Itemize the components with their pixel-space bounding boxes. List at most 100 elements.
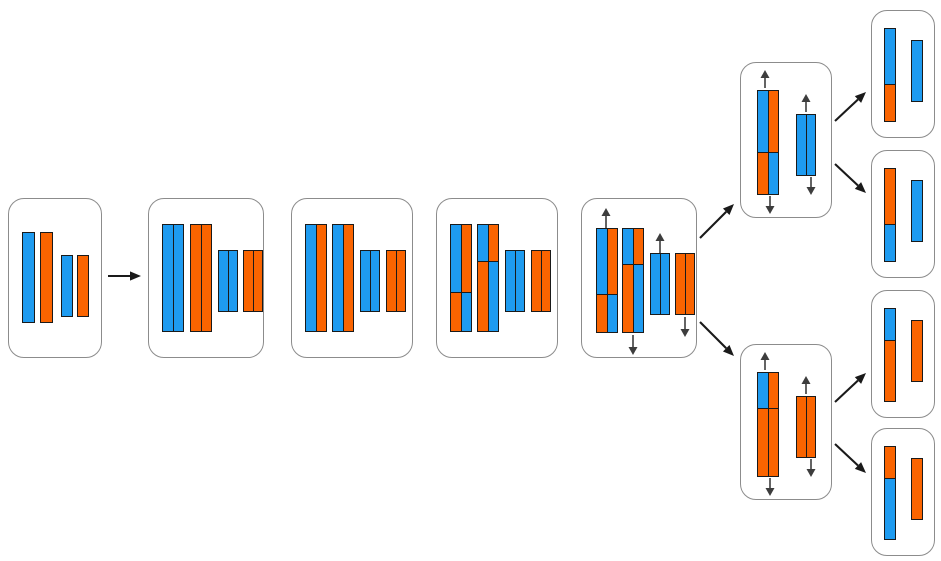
segment-blue	[228, 251, 237, 311]
stage-6-meiosis-ii-lower-short-orange-pair	[796, 396, 816, 458]
gamete-3-short-chromatid	[911, 320, 923, 382]
segment-blue	[515, 251, 524, 311]
segment-orange	[768, 407, 778, 476]
segment-blue	[173, 225, 183, 331]
chromatid-1	[758, 91, 768, 194]
chromatid-1	[451, 225, 461, 331]
segment-orange	[768, 373, 778, 408]
chromatid-1	[506, 251, 515, 311]
chromatid-2	[659, 254, 669, 314]
segment-blue	[651, 254, 660, 314]
segment-orange	[541, 251, 550, 311]
chromatid-1	[651, 254, 660, 314]
chromatid-1	[361, 251, 370, 311]
segment-blue	[506, 251, 515, 311]
gamete-4-short-chromatid	[911, 458, 923, 520]
chromatid-2	[767, 91, 778, 194]
segment-blue	[633, 263, 643, 332]
segment-blue	[768, 152, 778, 194]
stage-4-crossing-over-long-recombinant-right	[477, 224, 499, 332]
chromatid-1	[597, 229, 607, 332]
segment-blue	[758, 91, 768, 153]
segment-orange	[912, 321, 922, 381]
segment-blue	[163, 225, 173, 331]
segment-orange	[797, 397, 806, 457]
chromatid-2	[606, 229, 617, 332]
segment-orange	[396, 251, 405, 311]
segment-blue	[885, 223, 895, 261]
segment-orange	[316, 225, 326, 331]
segment-blue	[62, 256, 72, 316]
segment-orange	[488, 225, 498, 261]
segment-blue	[806, 115, 815, 175]
stage-6-meiosis-ii-lower[interactable]	[740, 344, 832, 500]
segment-blue	[361, 251, 370, 311]
gamete-2[interactable]	[871, 150, 935, 278]
stage-2-replication-long-orange-sister-pair	[190, 224, 212, 332]
segment-blue	[451, 225, 461, 293]
stage-6-meiosis-ii-upper-long-recombinant	[757, 90, 779, 195]
segment-blue	[488, 260, 498, 331]
chromatid-1	[306, 225, 316, 331]
chromatid-1	[23, 233, 34, 322]
chromatid-1	[333, 225, 343, 331]
chromatid-1	[78, 256, 88, 316]
gamete-2-long-chromatid	[884, 168, 896, 262]
chromatid-1	[191, 225, 201, 331]
stage-4-crossing-over-long-recombinant-left	[450, 224, 472, 332]
segment-orange	[758, 152, 768, 194]
stage-4-crossing-over-short-bivalent-right	[531, 250, 551, 312]
chromatid-1	[387, 251, 396, 311]
segment-blue	[607, 294, 617, 332]
stage-3-synapsis-short-bivalent-left	[360, 250, 380, 312]
stage-3-synapsis-long-bivalent-left	[305, 224, 327, 332]
chromatid-1	[885, 309, 895, 401]
segment-orange	[253, 251, 262, 311]
arrow-lower-to-gamete-3	[834, 373, 866, 403]
chromatid-1	[41, 233, 52, 322]
chromatid-2	[395, 251, 405, 311]
arrow-stage5-to-meiosis-ii-lower	[699, 321, 734, 356]
segment-orange	[532, 251, 541, 311]
chromatid-2	[200, 225, 211, 331]
chromatid-1	[912, 41, 922, 101]
gamete-2-short-chromatid	[911, 180, 923, 242]
chromatid-2	[684, 254, 694, 314]
segment-orange	[623, 263, 633, 332]
segment-orange	[885, 339, 895, 401]
segment-blue	[219, 251, 228, 311]
chromatid-2	[767, 373, 778, 476]
segment-orange	[244, 251, 253, 311]
chromatid-1	[62, 256, 72, 316]
stage-5-meiosis-i-anaphase-long-recombinant-left	[596, 228, 618, 333]
arrow-lower-to-gamete-4	[834, 443, 866, 473]
stage-2-replication-short-blue-sister-pair	[218, 250, 238, 312]
chromatid-1	[478, 225, 488, 331]
chromatid-1	[885, 29, 895, 121]
segment-blue	[461, 292, 471, 331]
gamete-3[interactable]	[871, 290, 935, 418]
chromatid-1	[912, 181, 922, 241]
segment-orange	[451, 292, 461, 331]
stage-3-synapsis-short-bivalent-right	[386, 250, 406, 312]
chromatid-2	[315, 225, 326, 331]
gamete-4[interactable]	[871, 428, 935, 556]
segment-blue	[885, 29, 895, 84]
chromatid-1	[912, 321, 922, 381]
gamete-1-short-chromatid	[911, 40, 923, 102]
segment-blue	[306, 225, 316, 331]
chromatid-2	[252, 251, 262, 311]
segment-orange	[343, 225, 353, 331]
stage-3-synapsis-long-bivalent-right	[332, 224, 354, 332]
segment-blue	[885, 477, 895, 539]
chromatid-1	[912, 459, 922, 519]
chromatid-2	[227, 251, 237, 311]
segment-orange	[41, 233, 52, 322]
stage-1-interphase-long-blue-homolog	[22, 232, 35, 323]
gamete-1[interactable]	[871, 10, 935, 138]
stage-6-meiosis-ii-upper-short-blue-pair	[796, 114, 816, 176]
chromatid-1	[885, 447, 895, 539]
segment-orange	[885, 83, 895, 121]
stage-6-meiosis-ii-upper[interactable]	[740, 62, 832, 218]
segment-blue	[597, 229, 607, 295]
